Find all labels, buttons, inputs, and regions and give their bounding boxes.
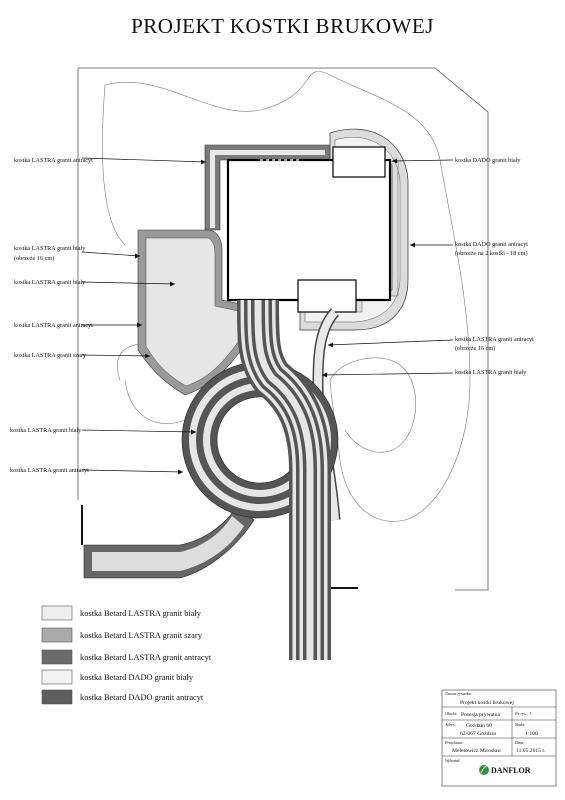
- label-right-dado-bialy: kostka DADO granit biały: [455, 157, 521, 164]
- legend-swatch-lastra-bialy: [41, 605, 73, 621]
- legend-label-lastra-antracyt: kostka Betard LASTRA granit antracyt: [80, 653, 212, 662]
- label-right-dado-antracyt: kostka DADO granit antracyt: [455, 241, 528, 248]
- title-block: Nazwa rysunku: Projekt kostki brukowej O…: [441, 689, 557, 787]
- legend-label-lastra-szary: kostka Betard LASTRA granit szary: [80, 631, 203, 640]
- label-right-obrzeze-18: (obrzeże na 2 kostki - 18 cm): [455, 250, 528, 257]
- legend-label-dado-bialy: kostka Betard DADO granit biały: [80, 673, 194, 682]
- tb-adres-line2: 62-067 Goździn: [460, 731, 496, 737]
- legend-swatch-dado-bialy: [41, 669, 73, 685]
- label-right-obrzeze-16: (obrzeże 16 cm): [455, 345, 495, 352]
- driveway-stripes: [237, 299, 331, 660]
- legend-swatch-dado-antracyt: [41, 689, 73, 705]
- label-left-lastra-bialy-3: kostka LASTRA granit biały: [10, 427, 82, 434]
- house: [226, 158, 392, 302]
- tb-wykonal-label: Wykonał:: [445, 758, 461, 763]
- tb-skala-value: 1:100: [525, 731, 538, 737]
- label-left-lastra-antracyt-2: kostka LASTRA granit antracyt: [14, 322, 93, 329]
- label-left-lastra-bialy-1: kostka LASTRA granit biały: [14, 245, 86, 252]
- label-left-lastra-antracyt-1: kostka LASTRA granit antracyt: [14, 157, 93, 164]
- danflor-logo: DANFLOR: [479, 764, 531, 775]
- tb-obiekt-value: Posesja prywatna: [461, 712, 501, 718]
- tb-nazwa-value: Projekt kostki brukowej: [460, 700, 514, 706]
- leaf-icon: [479, 765, 489, 775]
- tb-data-label: Data:: [514, 740, 525, 745]
- legend-label-lastra-bialy: kostka Betard LASTRA granit biały: [80, 609, 202, 618]
- tb-skala-label: Skala:: [515, 722, 526, 727]
- label-right-lastra-antracyt: kostka LASTRA granit antracyt: [455, 336, 534, 343]
- tb-obiekt-label: Obiekt:: [445, 711, 458, 716]
- legend-label-dado-antracyt: kostka Betard DADO granit antracyt: [80, 693, 204, 702]
- left-terrace-fill: [145, 237, 239, 387]
- label-left-lastra-szary: kostka LASTRA granit szary: [14, 352, 87, 359]
- leader-lines: [81, 157, 454, 473]
- tb-adres-label: Adres:: [444, 722, 457, 727]
- lawn-outline-right: [329, 357, 416, 453]
- legend-swatch-lastra-szary: [41, 627, 73, 643]
- bottom-path-fill: [92, 516, 244, 571]
- tb-nr-label: Nr rys.: 1: [514, 711, 531, 716]
- label-left-lastra-antracyt-3: kostka LASTRA granit antracyt: [10, 467, 89, 474]
- label-left-obrzeze-16: (obrzeże 16 cm): [14, 255, 54, 262]
- lawn-outline-top: [104, 71, 471, 522]
- logo-text: DANFLOR: [491, 766, 531, 775]
- label-right-lastra-bialy: kostka LASTRA granit biały: [455, 369, 527, 376]
- tb-nazwa-label: Nazwa rysunku:: [444, 691, 473, 696]
- house-annex-top: [332, 146, 386, 178]
- tb-data-value: 11.05.2015 r.: [516, 748, 546, 754]
- leader-arrowheads: [135, 158, 415, 475]
- tb-adres-line1: Goździn 60: [466, 723, 492, 729]
- property-boundary: [78, 67, 489, 591]
- legend: kostka Betard LASTRA granit biały kostka…: [41, 605, 212, 705]
- house-annex-bottom: [297, 279, 357, 313]
- label-left-lastra-bialy-2: kostka LASTRA granit biały: [14, 279, 86, 286]
- tb-projektant-value: Meletowicz Mirosław: [452, 748, 502, 754]
- legend-swatch-lastra-antracyt: [41, 649, 73, 665]
- tb-projektant-label: Projektant:: [444, 740, 465, 745]
- page-title: PROJEKT KOSTKI BRUKOWEJ: [131, 14, 434, 38]
